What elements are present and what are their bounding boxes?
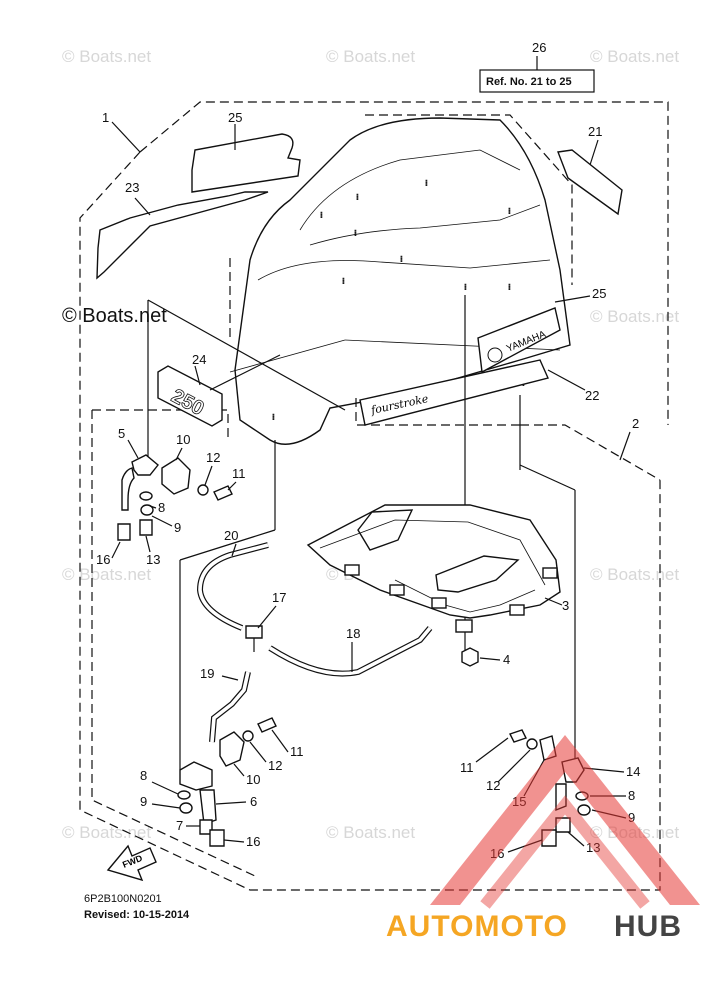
watermark: © Boats.net: [62, 47, 151, 66]
brand-text-a: AUTOMOTO: [386, 910, 568, 943]
callout-8: 8: [628, 788, 635, 803]
callout-11: 11: [232, 466, 246, 481]
callout-1: 1: [102, 110, 109, 125]
callout-12: 12: [268, 758, 282, 773]
watermark: © Boats.net: [62, 823, 151, 842]
watermark: © Boats.net: [326, 823, 415, 842]
callout-24: 24: [192, 352, 206, 367]
watermark-strong: © Boats.net: [62, 305, 167, 327]
callout-16: 16: [96, 552, 110, 567]
callout-1-group: 1: [102, 110, 141, 153]
svg-text:⁝: ⁝: [272, 412, 275, 422]
callout-3: 3: [562, 598, 569, 613]
footer: 6P2B100N0201 Revised: 10-15-2014: [84, 893, 190, 921]
decal-25-top: 25: [191, 110, 301, 193]
group-outline-1: [79, 101, 669, 891]
bracket-lower-left: 11 12 10 8 9 6 7 16: [140, 717, 304, 849]
callout-23: 23: [125, 180, 139, 195]
callout-22: 22: [585, 388, 599, 403]
callout-2: 2: [632, 416, 639, 431]
hose-assembly: 20 17 18 19: [196, 528, 433, 743]
callout-9: 9: [628, 810, 635, 825]
svg-text:⁝: ⁝: [320, 210, 323, 220]
svg-text:⁝: ⁝: [464, 282, 467, 292]
svg-text:⁝: ⁝: [354, 228, 357, 238]
svg-text:⁝: ⁝: [356, 192, 359, 202]
callout-12: 12: [206, 450, 220, 465]
callout-19: 19: [200, 666, 214, 681]
callout-13: 13: [586, 840, 600, 855]
callout-13: 13: [146, 552, 160, 567]
watermark: © Boats.net: [590, 307, 679, 326]
callout-16: 16: [246, 834, 260, 849]
callout-21: 21: [588, 124, 602, 139]
svg-text:⁝: ⁝: [342, 276, 345, 286]
callout-20: 20: [224, 528, 238, 543]
callout-2-group: 2: [619, 416, 639, 461]
part-code: 6P2B100N0201: [84, 893, 162, 905]
callout-9: 9: [140, 794, 147, 809]
callout-17: 17: [272, 590, 286, 605]
brand-text-b: HUB: [614, 910, 682, 943]
bracket-upper-left: 5 10 12 11 8 9 13 16: [96, 426, 246, 567]
callout-10: 10: [246, 772, 260, 787]
watermark: © Boats.net: [62, 565, 151, 584]
callout-10: 10: [176, 432, 190, 447]
brand-logo: AUTOMOTO HUB: [386, 735, 700, 943]
decal-24: 250 24: [157, 352, 281, 427]
svg-text:⁝: ⁝: [508, 282, 511, 292]
watermark: © Boats.net: [326, 47, 415, 66]
watermark: © Boats.net: [590, 47, 679, 66]
revised-date: Revised: 10-15-2014: [84, 909, 190, 921]
callout-7: 7: [176, 818, 183, 833]
callout-4: 4: [503, 652, 510, 667]
callout-8: 8: [140, 768, 147, 783]
callout-5: 5: [118, 426, 125, 441]
callout-6: 6: [250, 794, 257, 809]
svg-text:⁝: ⁝: [508, 206, 511, 216]
svg-text:⁝: ⁝: [425, 178, 428, 188]
callout-11: 11: [460, 760, 474, 775]
callout-18: 18: [346, 626, 360, 641]
callout-8: 8: [158, 500, 165, 515]
reference-label: Ref. No. 21 to 25: [486, 76, 572, 88]
callout-11: 11: [290, 744, 304, 759]
callout-12: 12: [486, 778, 500, 793]
callout-25: 25: [592, 286, 606, 301]
callout-26: 26: [532, 40, 546, 55]
bottom-cowling: 3 4: [306, 504, 569, 667]
assembly-lines: [147, 295, 576, 770]
warning-triangle-icon: [430, 735, 700, 905]
watermark: © Boats.net: [590, 565, 679, 584]
svg-text:⁝: ⁝: [400, 254, 403, 264]
callout-9: 9: [174, 520, 181, 535]
decal-23: 23: [96, 180, 269, 280]
fwd-arrow-icon: FWD: [106, 844, 157, 882]
reference-box: 26 Ref. No. 21 to 25: [479, 40, 595, 93]
decal-21: 21: [557, 124, 623, 216]
callout-14: 14: [626, 764, 640, 779]
callout-25: 25: [228, 110, 242, 125]
